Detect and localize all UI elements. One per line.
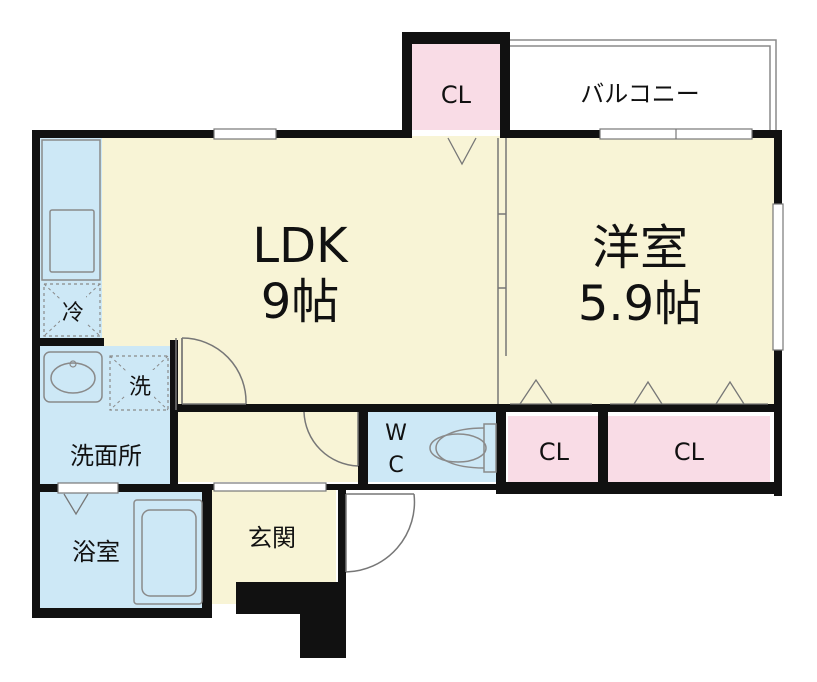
room-labels: LDK 9帖 洋室 5.9帖 バルコニー CL CL CL 冷 洗 洗面所 浴室… [62,80,705,566]
wash-basin [43,351,103,403]
western-room-name-label: 洋室 [592,220,688,276]
wc-fill [366,412,500,482]
ldk-name-label: LDK [252,218,349,274]
western-room-fill [504,136,776,410]
closet-right-fill [608,416,770,482]
refrigerator-space [43,283,101,337]
washroom-fill [40,346,172,486]
hall-fill [176,410,364,482]
washer-space [109,355,169,411]
wc-bottom-label: C [388,453,403,478]
bathroom-label: 浴室 [72,538,120,566]
ldk-size-label: 9帖 [261,274,340,330]
refrigerator-label: 冷 [62,301,84,326]
closet-mid-fill [508,416,600,482]
washer-label: 洗 [129,375,151,400]
balcony-label: バルコニー [580,80,700,108]
closet-mid-label: CL [539,438,570,466]
windows [57,128,784,494]
closet-top-label: CL [441,81,472,109]
bathroom-fill [40,492,206,610]
kitchen [41,139,101,281]
bathtub [133,499,203,605]
wc-top-label: W [385,421,407,446]
balcony [502,39,777,132]
sliding-door [497,138,507,404]
washroom-label: 洗面所 [70,442,142,470]
closet-door-markers [63,137,768,516]
doors [181,337,416,573]
washroom-fixtures [43,351,169,411]
closet-right-label: CL [674,438,705,466]
toilet [429,423,497,473]
sink [49,209,95,273]
kitchen-counter [41,139,101,281]
entrance-label: 玄関 [248,524,296,552]
western-room-size-label: 5.9帖 [578,276,702,332]
closet-top-fill [412,44,502,130]
